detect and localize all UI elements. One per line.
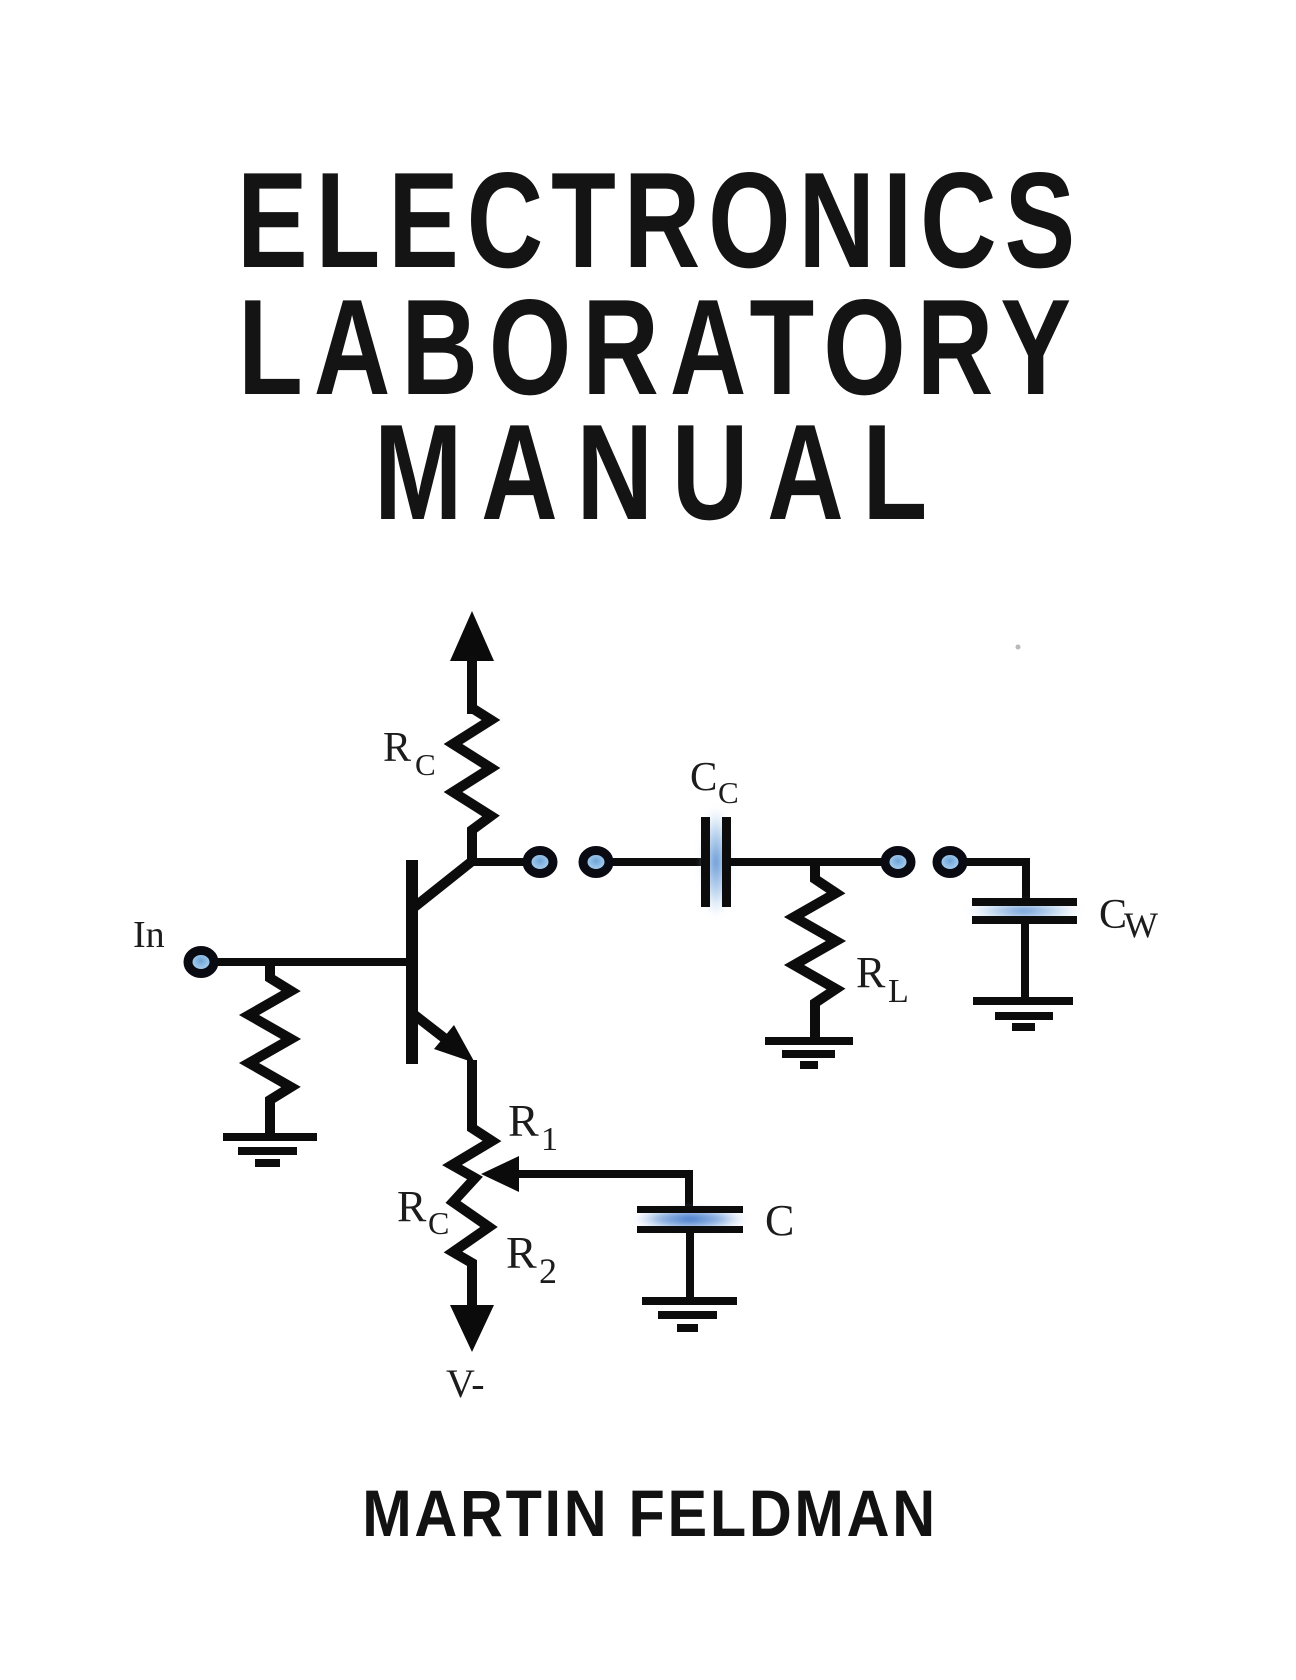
capacitor-cw: [966, 858, 1082, 1031]
terminal-dot-4: [932, 846, 968, 878]
label-subscript: 2: [539, 1251, 557, 1291]
c-plate-top: [637, 1206, 743, 1213]
label-r2: R 2: [506, 1227, 557, 1291]
label-in: In: [133, 914, 165, 956]
cc-plate-right: [722, 817, 731, 907]
label-rc-collector: R C: [383, 725, 436, 782]
label-rc-emitter: R C: [397, 1182, 449, 1241]
label-main: R: [508, 1095, 539, 1146]
wiper-wire: [519, 1170, 693, 1208]
wiper-arrow: [481, 1156, 693, 1208]
cw-plate-bottom: [972, 916, 1077, 924]
label-main: R: [397, 1182, 427, 1231]
label-subscript: C: [415, 747, 436, 782]
terminal-ring: [522, 846, 558, 878]
title-line-1: ELECTRONICS: [236, 144, 1084, 296]
label-subscript: W: [1124, 905, 1158, 945]
ground-symbol-input: [223, 1133, 317, 1167]
arrow-up-head: [450, 611, 494, 661]
emitter-arrow-head: [434, 1025, 475, 1063]
c-plate-bottom: [637, 1226, 743, 1233]
terminal-dot-3: [880, 846, 916, 878]
label-c-bypass: C: [765, 1196, 794, 1245]
terminal-ring: [932, 846, 968, 878]
ground-symbol-rl: [765, 1037, 853, 1069]
label-main: C: [690, 753, 717, 799]
transistor-collector-lead: [408, 858, 475, 913]
label-subscript: L: [888, 973, 909, 1010]
potentiometer-r1-r2: [442, 1060, 502, 1308]
resistor-rc-collector: [443, 703, 501, 866]
label-subscript: C: [718, 775, 739, 810]
label-r1: R 1: [508, 1095, 558, 1158]
terminal-ring: [578, 846, 614, 878]
label-cc: C C: [690, 753, 739, 810]
label-subscript: C: [428, 1205, 449, 1241]
label-main: R: [383, 725, 411, 771]
label-main: R: [856, 948, 886, 997]
terminal-ring: [183, 946, 219, 978]
terminal-dot-2: [578, 846, 614, 878]
positive-supply-arrow: [450, 611, 494, 714]
title-line-3: MANUAL: [374, 396, 946, 548]
cc-plate-left: [701, 817, 710, 907]
title-line-2: LABORATORY: [238, 271, 1082, 423]
resistor-base-bias: [238, 962, 302, 1137]
label-main: C: [1099, 892, 1127, 938]
terminal-dot-1: [522, 846, 558, 878]
negative-supply-arrow-head: [450, 1305, 494, 1352]
label-v-minus: V-: [446, 1361, 485, 1406]
author-name: MARTIN FELDMAN: [362, 1476, 938, 1550]
input-terminal-dot: [183, 946, 219, 978]
ground-symbol-cw: [973, 997, 1073, 1031]
resistor-rl-load: [783, 862, 847, 1041]
capacitor-c-bypass: [632, 1206, 748, 1332]
terminal-ring: [880, 846, 916, 878]
label-main: R: [506, 1227, 537, 1278]
label-subscript: 1: [541, 1121, 558, 1158]
wiper-arrow-head: [481, 1156, 519, 1192]
label-cw: C W: [1099, 892, 1158, 945]
transistor-npn: [406, 858, 475, 1064]
capacitor-cc: [613, 806, 884, 918]
transistor-emitter-lead: [408, 1009, 452, 1045]
label-rl: R L: [856, 948, 909, 1010]
cw-plate-top: [972, 898, 1077, 906]
wire-to-cw: [966, 858, 1030, 899]
ground-symbol-c: [642, 1297, 737, 1332]
page-speck: [1015, 644, 1021, 650]
